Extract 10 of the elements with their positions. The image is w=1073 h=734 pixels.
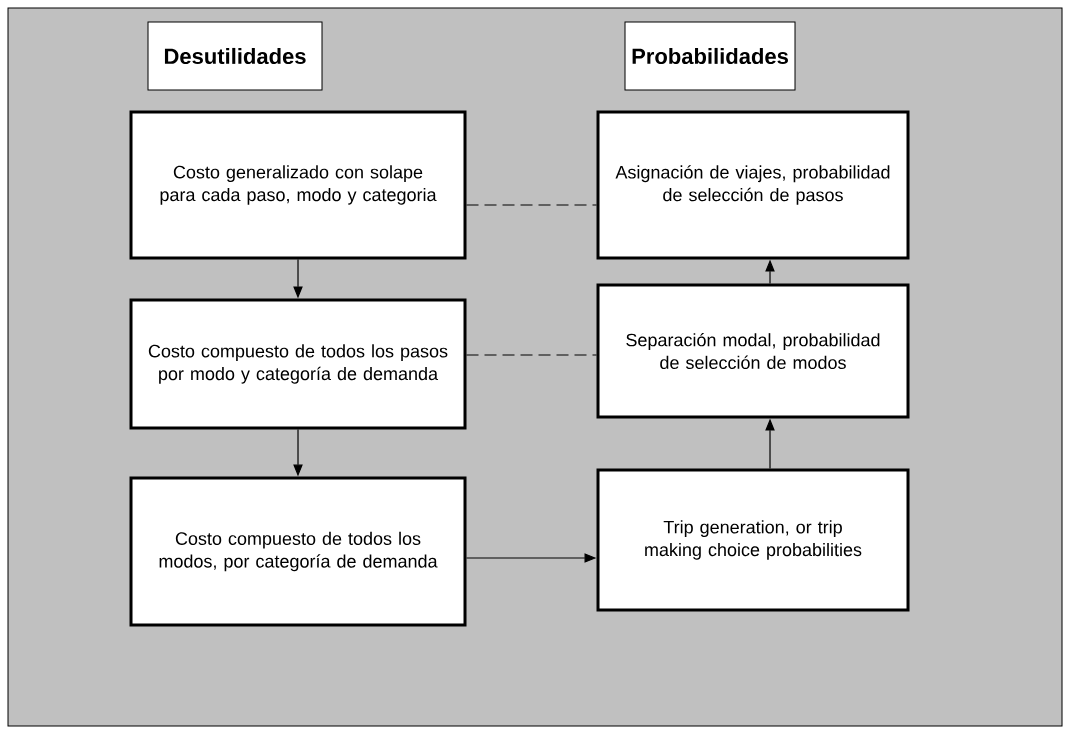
process-box: Separación modal, probabilidad de selección de modos xyxy=(596,283,910,419)
process-box: Costo compuesto de todos los modos, por categoría de demanda xyxy=(129,476,467,627)
process-box: Costo compuesto de todos los pasos por modo y categoría de demanda xyxy=(129,298,467,430)
process-box: Trip generation, or trip making choice probabilities xyxy=(596,468,910,612)
process-box: Asignación de viajes, probabilidad de selección de pasos xyxy=(596,110,910,260)
heading-box: Probabilidades xyxy=(624,21,796,91)
dashed-connector xyxy=(465,204,598,206)
heading-box: Desutilidades xyxy=(147,21,323,91)
process-box: Costo generalizado con solape para cada paso, modo y categoria xyxy=(129,110,467,260)
dashed-connector xyxy=(465,354,598,356)
